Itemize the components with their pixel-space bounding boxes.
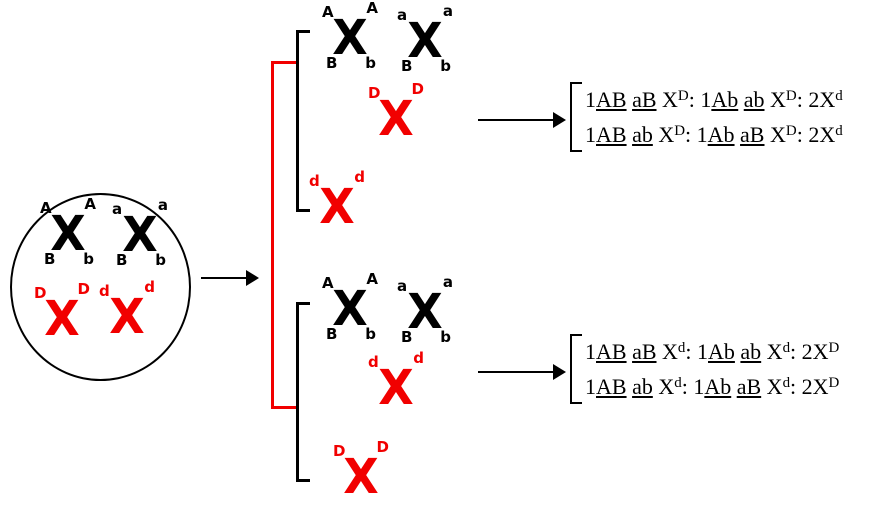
- chromosome-label-tl: d: [309, 172, 320, 190]
- top-result-line-1: 1AB aB XD: 1Ab ab XD: 2Xd: [585, 87, 843, 112]
- top-chromosome-dd: d d X: [309, 170, 365, 237]
- bottom-group-bracket: [296, 302, 310, 482]
- x-chromosome-glyph: X: [343, 447, 379, 505]
- chromosome-label-bl: B: [401, 57, 413, 75]
- chromosome-label-tr: D: [77, 280, 90, 298]
- x-chromosome-glyph: X: [378, 358, 414, 416]
- chromosome-label-tl: a: [397, 277, 408, 295]
- x-chromosome-glyph: X: [407, 11, 443, 69]
- x-chromosome-glyph: X: [109, 287, 145, 345]
- x-chromosome-glyph: X: [332, 8, 368, 66]
- chromosome-label-bl: B: [401, 328, 413, 346]
- chromosome-label-br: b: [440, 328, 451, 346]
- chromosome-label-br: b: [155, 251, 166, 269]
- chromosome-label-tr: D: [411, 80, 424, 98]
- top-result-arrow: [478, 112, 566, 128]
- x-chromosome-glyph: X: [378, 89, 414, 147]
- chromosome-label-bl: B: [44, 250, 56, 268]
- chromosome-label-tl: d: [368, 353, 379, 371]
- chromosome-label-br: b: [83, 250, 94, 268]
- x-chromosome-glyph: X: [332, 279, 368, 337]
- x-chromosome-glyph: X: [122, 205, 158, 263]
- chromosome-label-tl: A: [322, 274, 334, 292]
- cell-chromosome-DD: D D X: [34, 282, 90, 349]
- chromosome-label-tl: d: [99, 282, 110, 300]
- chromosome-label-tr: A: [366, 0, 378, 17]
- chromosome-label-tr: d: [354, 168, 365, 186]
- arrow-shaft: [201, 277, 250, 279]
- parent-cell-circle: [10, 193, 191, 381]
- cell-chromosome-aaBb: a a X B b: [112, 198, 168, 269]
- top-chromosome-aaBb: a a X B b: [397, 4, 453, 75]
- chromosome-label-tl: D: [333, 442, 346, 460]
- bottom-result-bracket: [570, 334, 582, 404]
- chromosome-label-bl: B: [116, 251, 128, 269]
- chromosome-label-tl: a: [112, 200, 123, 218]
- top-result-line-2: 1AB ab XD: 1Ab aB XD: 2Xd: [585, 122, 843, 147]
- top-chromosome-AABb: A A X B b: [322, 1, 378, 72]
- chromosome-label-bl: B: [326, 54, 338, 72]
- bottom-chromosome-AABb: A A X B b: [322, 272, 378, 343]
- chromosome-label-tr: D: [376, 438, 389, 456]
- top-group-bracket: [296, 30, 310, 212]
- red-connector-bracket: [271, 61, 297, 409]
- arrow-head: [553, 364, 566, 380]
- chromosome-label-tr: A: [366, 270, 378, 288]
- chromosome-label-br: b: [365, 325, 376, 343]
- bottom-result-line-1: 1AB aB Xd: 1Ab ab Xd: 2XD: [585, 339, 840, 364]
- x-chromosome-glyph: X: [44, 289, 80, 347]
- chromosome-label-tr: A: [84, 195, 96, 213]
- top-chromosome-DD: D D X: [368, 82, 424, 149]
- x-chromosome-glyph: X: [319, 177, 355, 235]
- chromosome-label-br: b: [365, 54, 376, 72]
- chromosome-label-tl: D: [34, 284, 47, 302]
- arrow-shaft: [478, 119, 557, 121]
- chromosome-label-bl: B: [326, 325, 338, 343]
- arrow-head: [553, 112, 566, 128]
- chromosome-label-tr: d: [413, 349, 424, 367]
- cell-to-groups-arrow: [201, 270, 259, 286]
- chromosome-label-tr: a: [157, 196, 168, 214]
- bottom-chromosome-aaBb: a a X B b: [397, 275, 453, 346]
- bottom-result-line-2: 1AB ab Xd: 1Ab aB Xd: 2XD: [585, 374, 840, 399]
- top-result-bracket: [570, 82, 582, 152]
- bottom-result-arrow: [478, 364, 566, 380]
- chromosome-label-tl: A: [40, 199, 52, 217]
- x-chromosome-glyph: X: [50, 204, 86, 262]
- chromosome-label-tl: D: [368, 84, 381, 102]
- chromosome-label-tl: A: [322, 3, 334, 21]
- chromosome-label-tr: a: [442, 273, 453, 291]
- chromosome-label-tr: a: [442, 2, 453, 20]
- arrow-shaft: [478, 371, 557, 373]
- chromosome-label-br: b: [440, 57, 451, 75]
- bottom-chromosome-dd: d d X: [368, 351, 424, 418]
- cell-chromosome-dd: d d X: [99, 280, 155, 347]
- chromosome-label-tr: d: [144, 278, 155, 296]
- chromosome-label-tl: a: [397, 6, 408, 24]
- x-chromosome-glyph: X: [407, 282, 443, 340]
- bottom-chromosome-DD: D D X: [333, 440, 389, 507]
- cell-chromosome-AABb: A A X B b: [40, 197, 96, 268]
- arrow-head: [246, 270, 259, 286]
